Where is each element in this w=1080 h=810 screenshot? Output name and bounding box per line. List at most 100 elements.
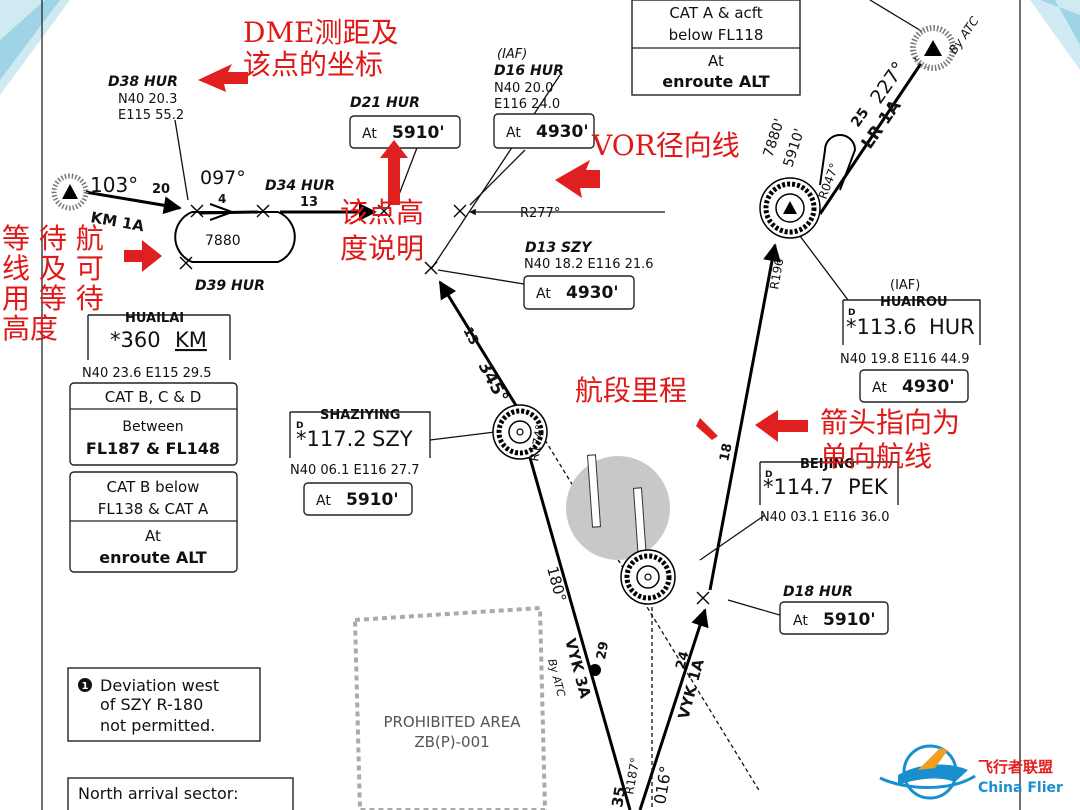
box-deviation-note xyxy=(67,667,261,742)
top-box-line1: CAT A & acft xyxy=(669,4,762,22)
alt-5910: 5910' xyxy=(781,127,808,169)
annot-holding-line2: 线 及 可 xyxy=(2,252,104,285)
huairou-d: D xyxy=(848,308,855,318)
top-box-line2: below FL118 xyxy=(669,26,764,44)
annot-holding-line1: 等 待 航 xyxy=(2,222,104,255)
fix-crosses xyxy=(179,204,710,605)
red-arrows xyxy=(124,64,808,442)
slide-accent-right xyxy=(1030,0,1080,70)
cat-bcd-line1: Between xyxy=(122,419,183,435)
deviation-num: 1 xyxy=(82,681,89,692)
d18-name: D18 HUR xyxy=(783,584,853,600)
deviation-line3: not permitted. xyxy=(100,716,215,735)
shaziying-freq: *117.2 xyxy=(296,427,367,451)
box-szy-alt xyxy=(303,482,413,516)
box-cat-b-below xyxy=(69,471,238,573)
shaziying-ident: SZY xyxy=(372,427,413,451)
annot-dme-line2: 该点的坐标 xyxy=(243,48,383,81)
by-atc-bottom: By ATC xyxy=(545,657,568,698)
box-north-arrival xyxy=(67,777,294,810)
huairou-alt-prefix: At xyxy=(872,380,887,396)
d21-name: D21 HUR xyxy=(350,95,420,111)
dist-18: 18 xyxy=(717,442,735,463)
brg-097: 097° xyxy=(200,167,246,189)
annot-one-way-line2: 单向航线 xyxy=(820,440,932,473)
d21-alt-prefix: At xyxy=(362,126,377,142)
ndb-huailai-symbol xyxy=(51,173,89,211)
d16-lat: N40 20.0 xyxy=(494,81,553,96)
annot-dme-line1: DME测距及 xyxy=(243,16,399,49)
beijing-name: BEIJING xyxy=(800,457,855,472)
beijing-ident: PEK xyxy=(848,475,889,499)
dist-24: 24 xyxy=(673,650,692,671)
annot-leg-distance: 航段里程 xyxy=(575,374,687,407)
prohibited-line2: ZB(P)-001 xyxy=(414,733,489,751)
huailai-ident: KM xyxy=(175,328,207,352)
dist-29: 29 xyxy=(594,640,612,660)
box-d21-alt xyxy=(349,115,461,149)
shaziying-alt: 5910' xyxy=(346,490,399,510)
huairou-coord: N40 19.8 E116 44.9 xyxy=(840,352,970,367)
huairou-freq: *113.6 xyxy=(846,315,917,339)
box-cat-bcd xyxy=(69,382,238,466)
logo-cn: 飞行者联盟 xyxy=(978,758,1053,776)
brg-227: 227° xyxy=(866,58,910,108)
dist-4: 4 xyxy=(218,192,226,206)
d16-lon: E116 24.0 xyxy=(494,97,560,112)
north-arrival-note: North arrival sector: xyxy=(78,784,239,803)
shaziying-d: D xyxy=(296,421,303,431)
cat-b-below-line3: At xyxy=(145,527,161,545)
slide-accent-left xyxy=(0,0,70,95)
annot-alt-line2: 度说明 xyxy=(340,232,424,265)
d38-name: D38 HUR xyxy=(108,74,178,90)
r180-label: 180° xyxy=(543,564,570,604)
d16-name: D16 HUR xyxy=(494,63,564,79)
beijing-d: D xyxy=(765,470,772,480)
vor-huairou-symbol xyxy=(759,177,821,239)
cat-b-below-line1: CAT B below xyxy=(107,478,200,496)
shaziying-name: SHAZIYING xyxy=(320,408,400,423)
annot-alt-line1: 该点高 xyxy=(340,196,424,229)
r187-label: R187° xyxy=(622,756,642,795)
r196-label: R196° xyxy=(767,251,787,290)
hold-alt: 7880 xyxy=(205,233,241,249)
deviation-line1: Deviation west xyxy=(100,676,219,695)
beijing-coord: N40 03.1 E116 36.0 xyxy=(760,510,890,525)
ndb-top-right-symbol xyxy=(910,25,956,71)
huairou-alt: 4930' xyxy=(902,377,955,397)
huairou-ident: HUR xyxy=(929,315,975,339)
d13-alt: 4930' xyxy=(566,283,619,303)
d16-iaf: (IAF) xyxy=(497,47,527,62)
annot-one-way-line1: 箭头指向为 xyxy=(820,406,960,439)
dist-13a: 13 xyxy=(300,195,318,210)
d16-alt: 4930' xyxy=(536,122,589,142)
huailai-freq: *360 xyxy=(110,328,161,352)
huailai-coord: N40 23.6 E115 29.5 xyxy=(82,366,212,381)
holding-pattern xyxy=(174,203,296,263)
vor-shaziying-symbol xyxy=(492,404,548,460)
box-d13-alt xyxy=(523,275,635,310)
huairou-name: HUAIROU xyxy=(880,295,948,310)
box-d16-alt xyxy=(493,113,595,149)
huairou-iaf: (IAF) xyxy=(890,278,920,293)
d13-coord: N40 18.2 E116 21.6 xyxy=(524,257,654,272)
cat-b-below-line2: FL138 & CAT A xyxy=(98,500,209,518)
top-box-line4: enroute ALT xyxy=(662,72,770,91)
d13-alt-prefix: At xyxy=(536,286,551,302)
d18-alt-prefix: At xyxy=(793,613,808,629)
brg-103: 103° xyxy=(90,173,138,197)
beijing-freq: *114.7 xyxy=(763,475,834,499)
brg-345: 345° xyxy=(474,358,512,406)
huairou-entry-arc xyxy=(819,134,857,191)
d16-alt-prefix: At xyxy=(506,125,521,141)
top-box-line3: At xyxy=(708,52,724,70)
dist-20: 20 xyxy=(152,182,170,197)
r174-label: R174° xyxy=(527,423,547,462)
d21-alt: 5910' xyxy=(392,123,445,143)
prohibited-line1: PROHIBITED AREA xyxy=(383,713,521,731)
cat-bcd-line2: FL187 & FL148 xyxy=(86,439,220,458)
annot-holding-line4: 高度 xyxy=(2,312,58,345)
annot-holding-line3: 用 等 待 xyxy=(2,282,104,315)
box-d18-alt xyxy=(779,601,889,635)
r277-label: R277° xyxy=(520,206,560,221)
